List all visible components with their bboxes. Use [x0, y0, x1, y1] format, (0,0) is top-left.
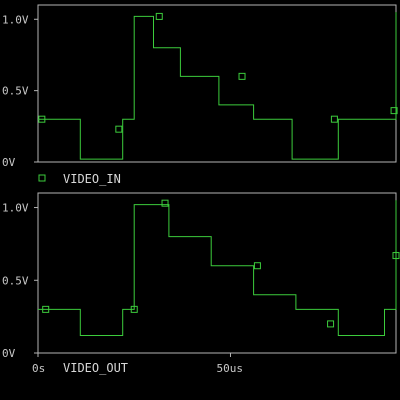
x-tick-label: 50us [216, 362, 243, 375]
series-line [38, 200, 397, 336]
trace-group [38, 199, 400, 336]
data-point-marker [253, 262, 261, 270]
y-tick-label: 0V [2, 156, 16, 169]
video-out-plot: 1.0V 0.5V 0V 0s 50us VIDEO_OUT [2, 192, 400, 375]
data-point-marker [130, 305, 138, 313]
data-point-marker [115, 125, 123, 133]
x-tick-label: 0s [32, 362, 45, 375]
legend-marker [38, 174, 46, 182]
legend-label: VIDEO_OUT [63, 361, 128, 375]
y-tick-label: 0.5V [2, 274, 29, 287]
series-line [38, 12, 397, 160]
y-tick-label: 0.5V [2, 85, 29, 98]
y-axis: 1.0V 0.5V 0V [2, 202, 38, 360]
data-point-marker [238, 72, 246, 80]
y-tick-label: 0V [2, 347, 16, 360]
data-point-marker [155, 12, 163, 20]
y-tick-label: 1.0V [2, 202, 29, 215]
data-point-marker [392, 252, 400, 260]
data-point-marker [330, 115, 338, 123]
data-point-marker [42, 305, 50, 313]
data-point-marker [38, 115, 46, 123]
data-point-marker [161, 199, 169, 207]
legend: VIDEO_IN [38, 172, 121, 186]
video-in-plot: 1.0V 0.5V 0V VIDEO_IN [2, 4, 398, 186]
data-point-marker [390, 107, 398, 115]
x-axis: 0s 50us [32, 353, 243, 375]
data-point-marker [327, 320, 335, 328]
legend-label: VIDEO_IN [63, 172, 121, 186]
y-tick-label: 1.0V [2, 13, 29, 26]
legend: VIDEO_OUT [63, 361, 128, 375]
trace-group [38, 12, 398, 160]
y-axis: 1.0V 0.5V 0V [2, 13, 38, 169]
